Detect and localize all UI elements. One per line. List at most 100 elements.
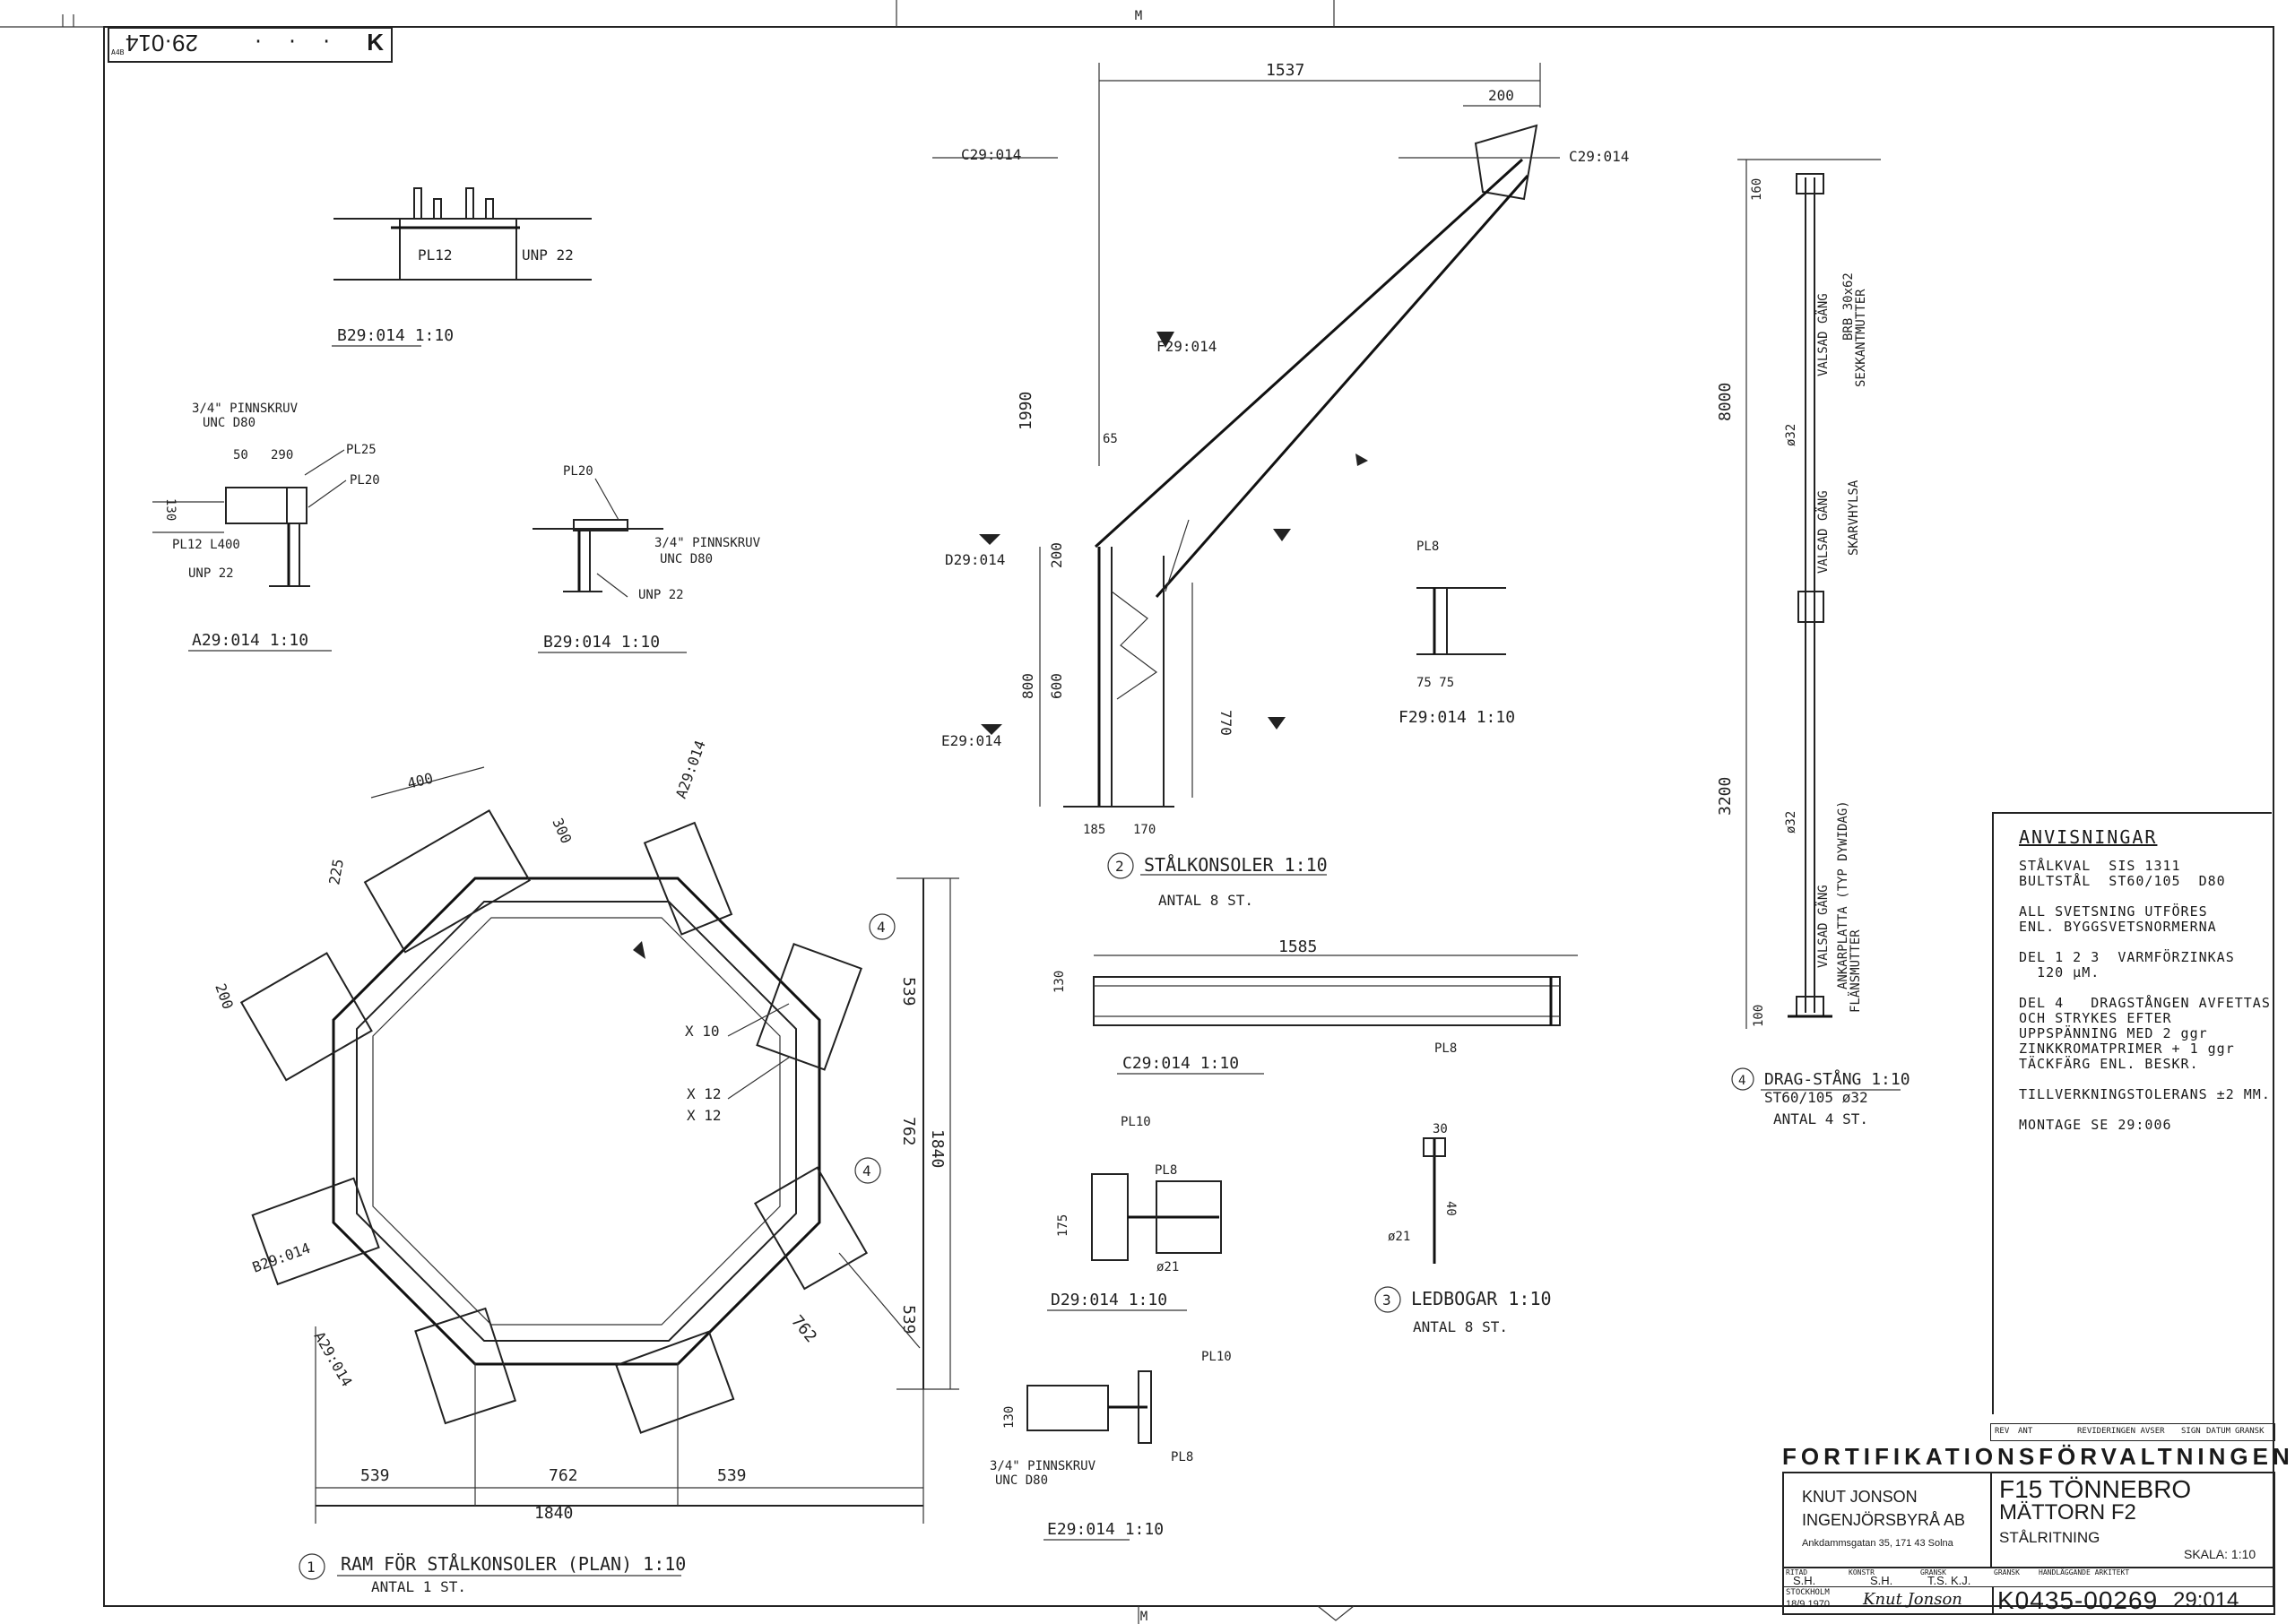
plan-d225: 225	[325, 858, 347, 886]
sig-val: T.S. K.J.	[1927, 1574, 1971, 1587]
firm-line1: KNUT JONSON	[1802, 1488, 1918, 1506]
consoles-elevation: 1537 200 1990 800 600 200 770 185 170 65…	[932, 61, 1629, 909]
signature: Knut Jonson	[1863, 1590, 1962, 1609]
note-line: MONTAGE SE 29:006	[2019, 1117, 2172, 1133]
plan-e4a: 4	[877, 919, 886, 936]
rev-col: REVIDERINGEN AVSER	[2077, 1427, 2165, 1436]
section-b-second: PL20 3/4" PINNSKRUV UNC D80 UNP 22 B29:0…	[533, 464, 761, 653]
plan-title: RAM FÖR STÅLKONSOLER (PLAN) 1:10	[341, 1553, 686, 1575]
sec-b2-bolt: 3/4" PINNSKRUV	[654, 536, 761, 550]
sec-a-bolt2: UNC D80	[203, 416, 255, 430]
drawing-number-row: STOCKHOLM 18/9 1970 Knut Jonson K0435-00…	[1784, 1586, 2273, 1615]
sec-b2-pl: PL20	[563, 464, 593, 479]
sec-b2-bolt2: UNC D80	[660, 552, 713, 566]
sec-d-pl10: PL10	[1121, 1115, 1151, 1129]
plan-ref-b: B29:014	[250, 1240, 313, 1276]
cons-d200b: 200	[1048, 542, 1065, 568]
cons-d770: 770	[1217, 710, 1234, 736]
sig-col: GRANSK	[1920, 1568, 1946, 1576]
cons-d170: 170	[1133, 823, 1156, 837]
signature-row: RITAD KONSTR GRANSK GRANSK HANDLÄGGANDE …	[1784, 1567, 2273, 1587]
cons-refE: E29:014	[941, 732, 1001, 749]
sig-col: HANDLÄGGANDE ARKITEKT	[2039, 1568, 2130, 1576]
rod-num: 4	[1738, 1074, 1745, 1088]
rod-lbl3: SEXKANTMUTTER	[1854, 289, 1868, 387]
note-line: STÅLKVAL SIS 1311	[2019, 858, 2181, 874]
sec-d-d21: ø21	[1156, 1260, 1179, 1274]
sec-a-pl12: PL12 L400	[172, 538, 240, 552]
plan-v1840: 1840	[928, 1129, 947, 1168]
firm-address: Ankdammsgatan 35, 171 43 Solna	[1802, 1538, 1953, 1549]
project-line2: MÄTTORN F2	[1999, 1500, 2136, 1525]
sig-val: S.H.	[1870, 1574, 1893, 1587]
plan-d539a: 539	[360, 1466, 390, 1485]
cons-title: STÅLKONSOLER 1:10	[1144, 854, 1328, 876]
sec-c-d1585: 1585	[1278, 937, 1317, 956]
sec-b2-unp: UNP 22	[638, 588, 684, 602]
note-line: BULTSTÅL ST60/105 D80	[2019, 873, 2226, 889]
revision-strip: REV ANT REVIDERINGEN AVSER SIGN DATUM GR…	[1990, 1423, 2275, 1441]
note-line: TÄCKFÄRG ENL. BESKR.	[2019, 1056, 2199, 1072]
grid-mark-bottom: M	[1140, 1610, 1148, 1624]
plan-x3: X 12	[687, 1107, 722, 1124]
rev-col: DATUM	[2206, 1427, 2231, 1436]
section-f: PL8 75 75 F29:014 1:10	[1399, 540, 1515, 727]
rod-d100: 100	[1752, 1005, 1766, 1027]
drawing-number: K0435-00269	[1992, 1586, 2158, 1615]
cons-d65: 65	[1103, 432, 1118, 446]
sec-e-bolt2: UNC D80	[995, 1473, 1048, 1488]
cons-d1990: 1990	[1017, 392, 1035, 430]
corner-drawing-number: 29·014	[126, 30, 198, 56]
cons-d200: 200	[1488, 87, 1514, 104]
rod-lbl4: VALSAD GÄNG	[1814, 490, 1831, 574]
cons-refC1: C29:014	[961, 146, 1021, 163]
title-box: KNUT JONSON INGENJÖRSBYRÅ AB Ankdammsgat…	[1782, 1472, 2275, 1615]
grid-mark-top: M	[1135, 9, 1142, 23]
sig-col: GRANSK	[1994, 1568, 2020, 1576]
rod-lbl8: ANKARPLATTA (TYP DYWIDAG)	[1836, 800, 1850, 989]
sec-b-pl-label: PL12	[418, 246, 453, 263]
rod-qty: ANTAL 4 ST.	[1773, 1110, 1868, 1127]
plan-v539b: 539	[899, 1305, 918, 1335]
location: STOCKHOLM	[1786, 1588, 1830, 1597]
sec-e-pl8: PL8	[1171, 1450, 1193, 1464]
cons-d1537: 1537	[1266, 61, 1304, 80]
corner-small: A4B	[111, 48, 125, 56]
plan-e4b: 4	[862, 1162, 871, 1179]
plan-num: 1	[307, 1559, 316, 1576]
note-line: ENL. BYGGSVETSNORMERNA	[2019, 919, 2217, 935]
inner-border	[103, 26, 2274, 1607]
plan-x1: X 10	[685, 1023, 720, 1040]
corner-dots: ···	[253, 30, 356, 52]
project-block: F15 TÖNNEBRO MÄTTORN F2 STÅLRITNING SKAL…	[1992, 1473, 2273, 1568]
rod-d160: 160	[1750, 178, 1764, 201]
plan-d300: 300	[549, 816, 575, 846]
sec-b-unp-label: UNP 22	[522, 246, 574, 263]
scale: SKALA: 1:10	[2184, 1547, 2256, 1561]
sec-e-title: E29:014 1:10	[1047, 1520, 1164, 1539]
sec-c-pl: PL8	[1434, 1041, 1457, 1056]
rod-lbl2: BRB 30x62	[1841, 272, 1856, 341]
cons-refD: D29:014	[945, 551, 1005, 568]
section-e: PL10 PL8 3/4" PINNSKRUV UNC D80 130 E29:…	[990, 1350, 1232, 1541]
sec-a-unp: UNP 22	[188, 566, 234, 581]
sec-a-pl25: PL25	[346, 443, 377, 457]
section-c: 1585 130 PL8 C29:014 1:10	[1052, 937, 1578, 1075]
plan-qty: ANTAL 1 ST.	[371, 1578, 466, 1595]
cons-refC2: C29:014	[1569, 148, 1629, 165]
plan-v762: 762	[899, 1117, 918, 1146]
sec-e-d: 130	[1002, 1406, 1017, 1429]
sec-a-bolt: 3/4" PINNSKRUV	[192, 402, 299, 416]
plan-ref-a: A29:014	[672, 738, 709, 800]
sec-a-title: A29:014 1:10	[192, 631, 308, 650]
sec-d-d175: 175	[1056, 1214, 1070, 1237]
rod-spec: ST60/105 ø32	[1764, 1089, 1868, 1106]
sec-d-pl8: PL8	[1155, 1163, 1177, 1178]
plan-v539: 539	[899, 977, 918, 1006]
note-line: OCH STRYKES EFTER	[2019, 1010, 2172, 1026]
project-line3: STÅLRITNING	[1999, 1529, 2100, 1546]
sec-c-d130: 130	[1052, 971, 1067, 993]
plan-diag762: 762	[787, 1312, 820, 1346]
plan-octagon: 539 762 539 1840 539 762 1840 539 762 40…	[212, 738, 959, 1595]
rod-lbl1: VALSAD GÄNG	[1814, 293, 1831, 376]
